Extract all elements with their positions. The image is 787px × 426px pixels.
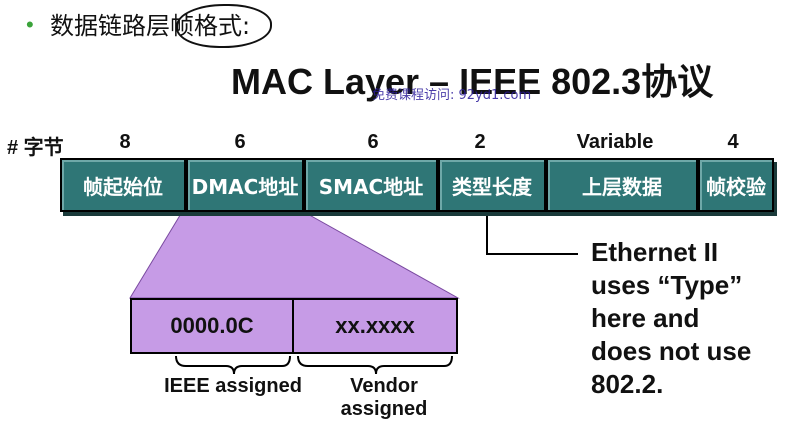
byte-count-type: 2 — [474, 131, 486, 153]
byte-count-data: Variable — [576, 131, 654, 153]
ieee-brace — [175, 355, 291, 375]
field-smac: SMAC地址 — [304, 158, 438, 212]
byte-count-start: 8 — [119, 131, 131, 153]
type-field-pointer-line — [486, 212, 578, 255]
field-dmac: DMAC地址 — [186, 158, 304, 212]
byte-count-smac: 6 — [367, 131, 379, 153]
ethernet-frame-bar: 帧起始位 DMAC地址 SMAC地址 类型长度 上层数据 帧校验 — [60, 158, 774, 212]
dmac-expansion-shape — [129, 211, 460, 299]
handwritten-circle-annotation — [176, 4, 272, 48]
byte-count-dmac: 6 — [234, 131, 246, 153]
bullet-marker: • — [26, 12, 34, 37]
oui-box: 0000.0C — [130, 298, 294, 354]
field-upper-data: 上层数据 — [546, 158, 698, 212]
ieee-assigned-label: IEEE assigned — [164, 375, 302, 397]
vendor-assigned-label: Vendor assigned — [340, 375, 428, 420]
byte-count-fcs: 4 — [727, 131, 739, 153]
vendor-brace — [297, 355, 453, 375]
field-fcs: 帧校验 — [698, 158, 774, 212]
bytes-row-label: # 字节 — [7, 137, 64, 159]
field-preamble: 帧起始位 — [60, 158, 186, 212]
ethernet-ii-note: Ethernet II uses “Type” here and does no… — [591, 237, 752, 399]
field-type-length: 类型长度 — [438, 158, 546, 212]
diagram-title: MAC Layer – IEEE 802.3协议 — [231, 61, 714, 102]
watermark-text: 免费课程访问: 92yd1.com — [372, 88, 532, 103]
vendor-box: xx.xxxx — [292, 298, 458, 354]
